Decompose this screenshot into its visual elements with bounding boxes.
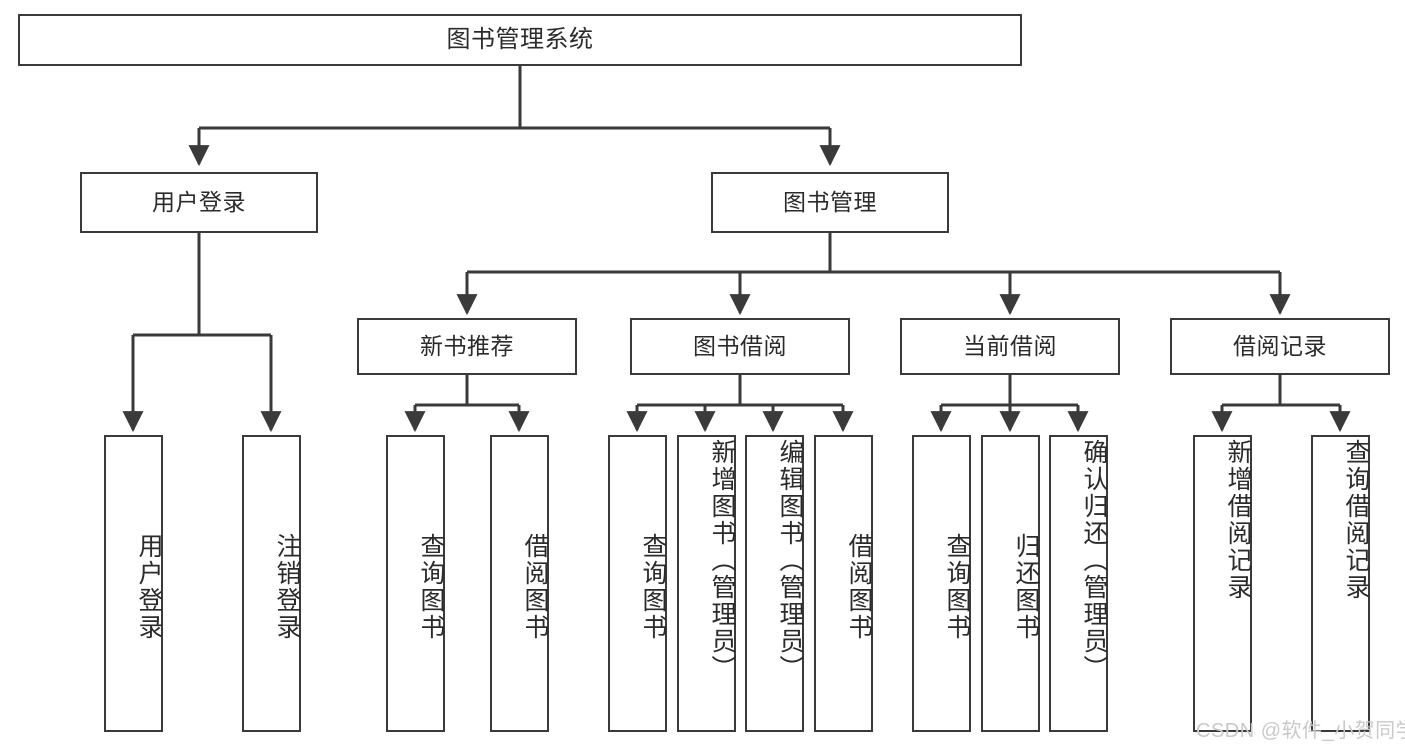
node-leaf-borrow-book-recommend[interactable]: 借阅图书	[490, 435, 549, 732]
csdn-watermark: CSDN @软件_小贺同学	[1196, 720, 1405, 742]
node-leaf-query-book-recommend[interactable]: 查询图书	[386, 435, 445, 732]
node-new-book-recommend[interactable]: 新书推荐	[357, 318, 577, 375]
node-leaf-edit-book[interactable]: 编辑图书（管理员）	[745, 435, 804, 732]
node-root-system[interactable]: 图书管理系统	[18, 14, 1022, 66]
node-leaf-add-borrow-record[interactable]: 新增借阅记录	[1193, 435, 1252, 732]
node-leaf-user-login[interactable]: 用户登录	[104, 435, 163, 732]
node-book-management[interactable]: 图书管理	[711, 172, 949, 233]
node-leaf-borrow-book[interactable]: 借阅图书	[814, 435, 873, 732]
node-leaf-return-book[interactable]: 归还图书	[981, 435, 1040, 732]
node-leaf-logout-login[interactable]: 注销登录	[242, 435, 301, 732]
node-leaf-add-book[interactable]: 新增图书（管理员）	[677, 435, 736, 732]
node-book-borrow[interactable]: 图书借阅	[630, 318, 850, 375]
node-current-borrow[interactable]: 当前借阅	[900, 318, 1120, 375]
node-user-login[interactable]: 用户登录	[80, 172, 318, 233]
node-leaf-confirm-return[interactable]: 确认归还（管理员）	[1049, 435, 1108, 732]
node-leaf-query-book-borrow[interactable]: 查询图书	[608, 435, 667, 732]
node-leaf-query-borrow-record[interactable]: 查询借阅记录	[1311, 435, 1370, 732]
node-leaf-query-book-current[interactable]: 查询图书	[912, 435, 971, 732]
node-borrow-record[interactable]: 借阅记录	[1170, 318, 1390, 375]
